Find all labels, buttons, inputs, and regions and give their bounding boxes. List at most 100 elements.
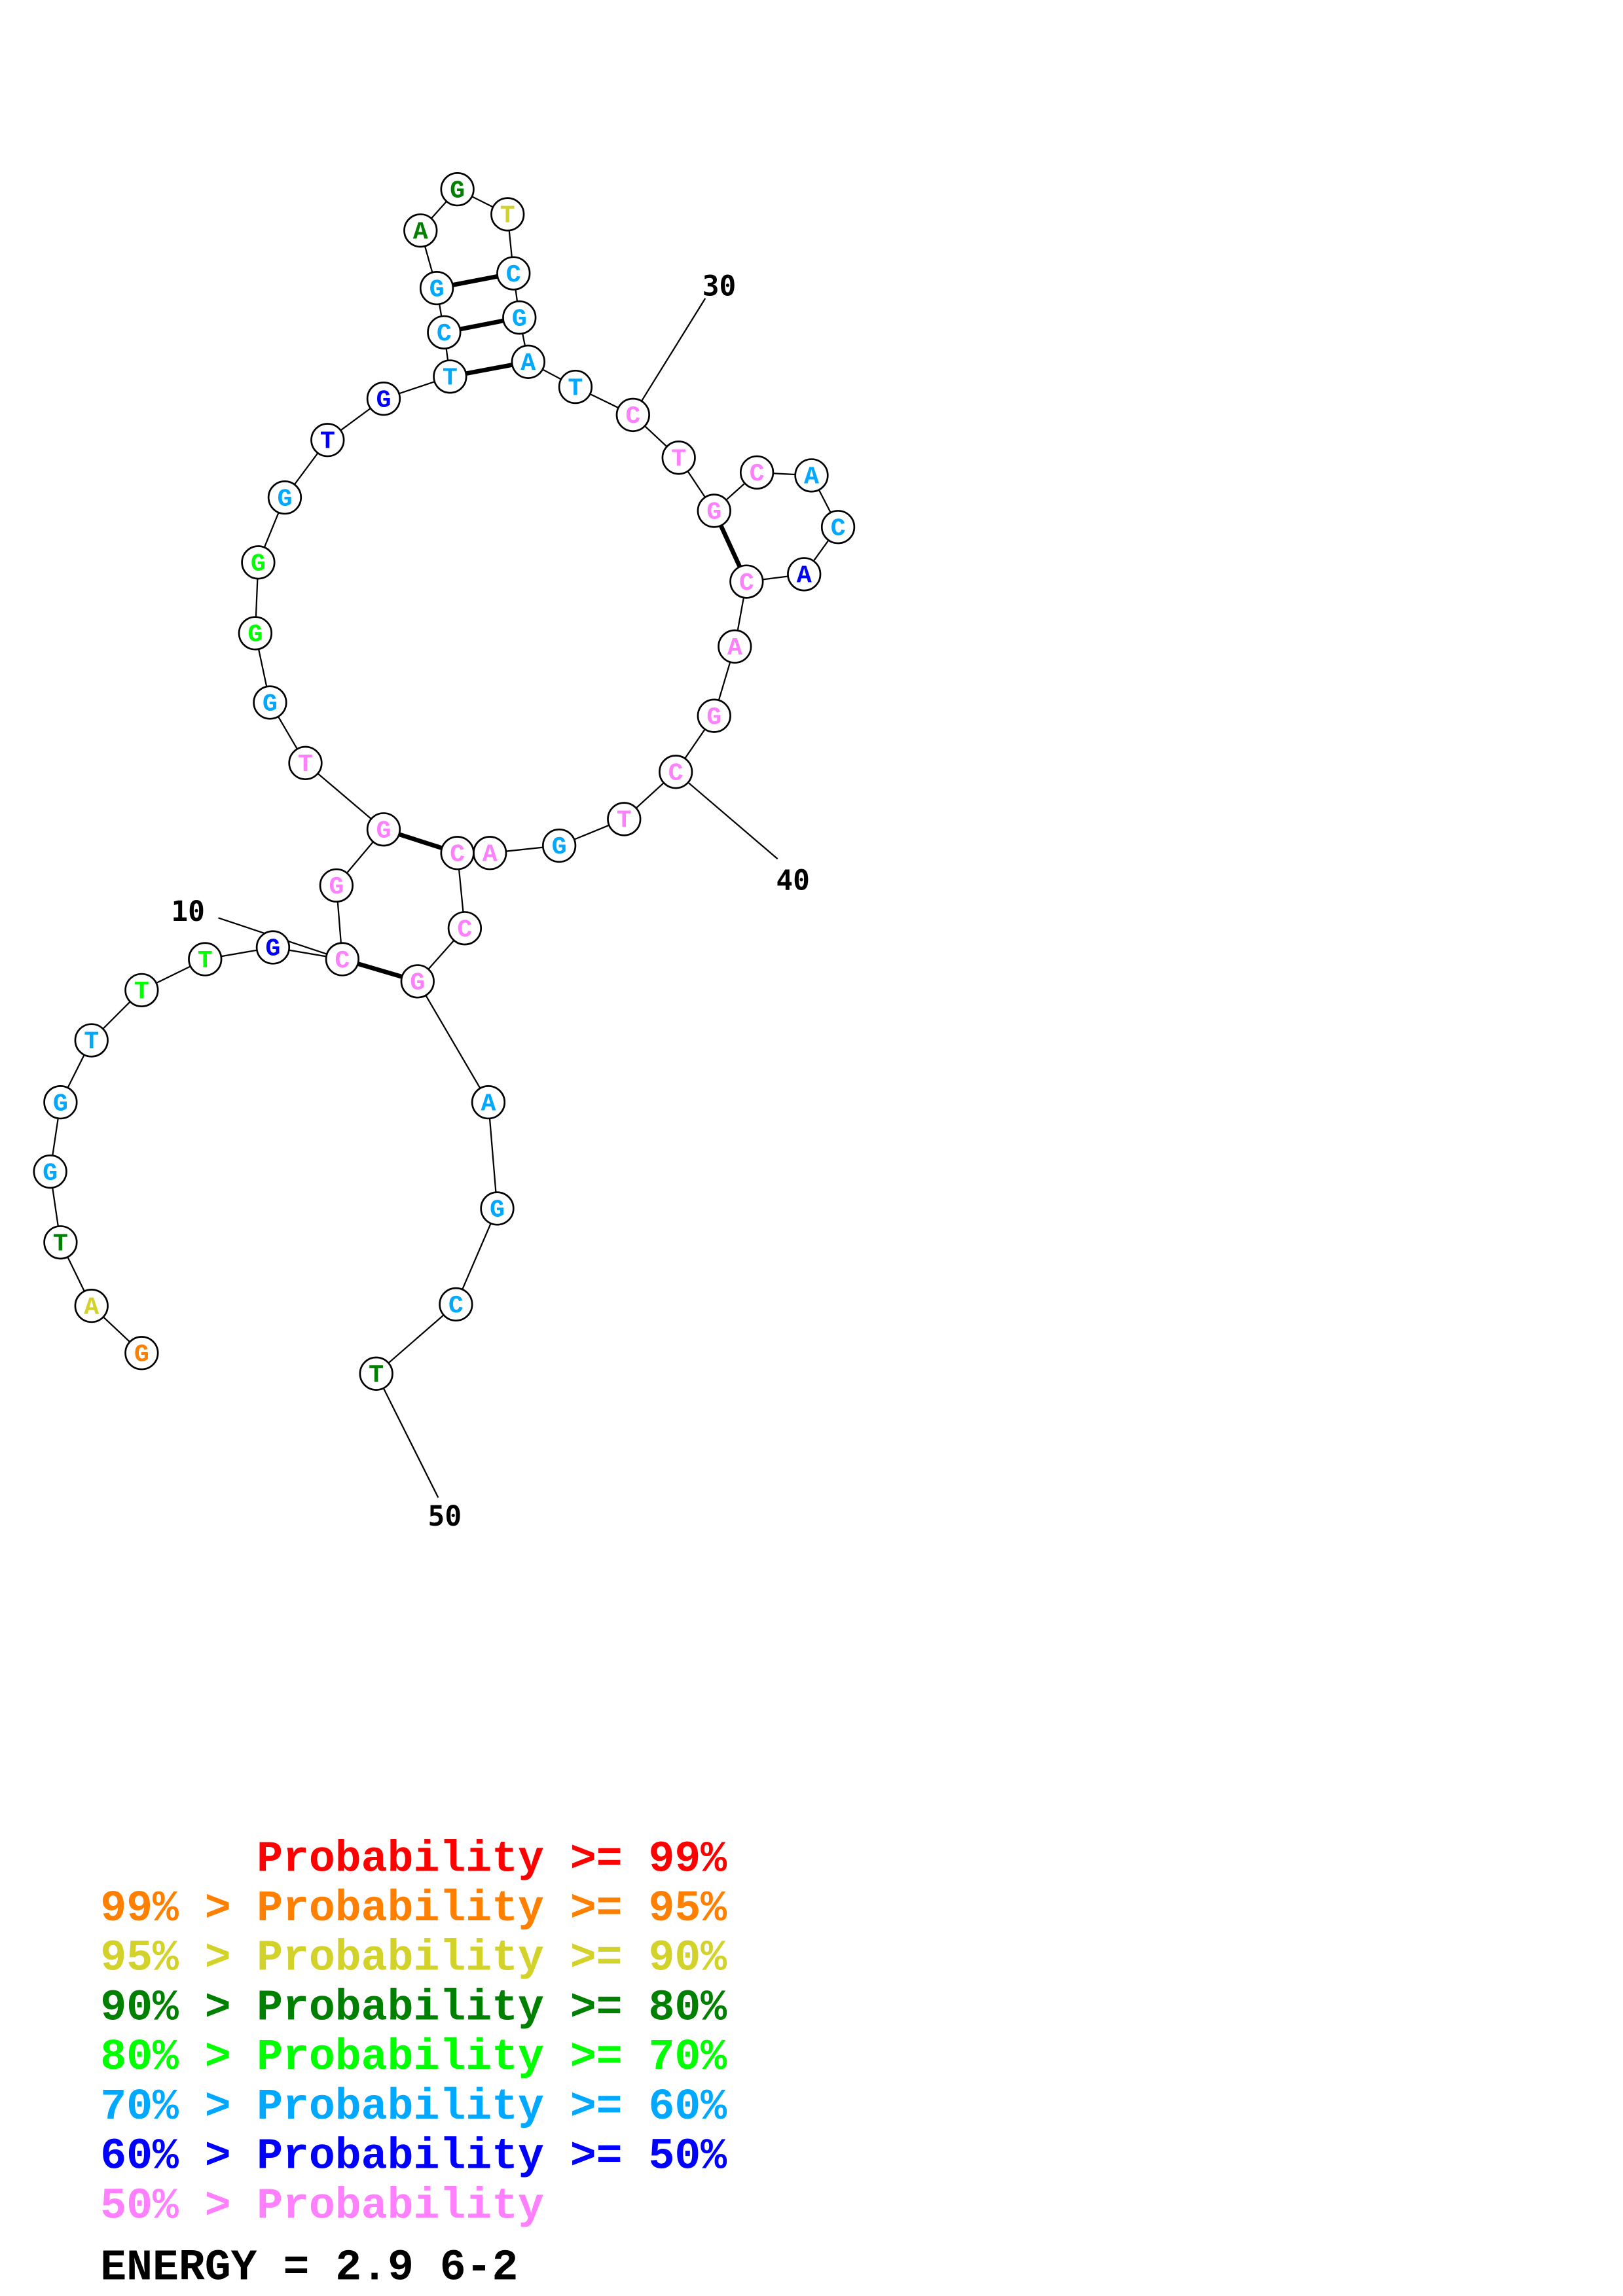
nucleotide-letter: G: [277, 484, 292, 513]
nucleotide-circle: [480, 1191, 515, 1226]
nucleotide-letter: T: [53, 1229, 68, 1258]
nucleotide: T: [607, 802, 642, 836]
nucleotide: A: [403, 213, 438, 248]
nucleotide: G: [697, 493, 731, 528]
legend-label: Probability >= 99%: [257, 1835, 727, 1884]
nucleotide: A: [718, 629, 752, 664]
nucleotide-circle: [739, 455, 775, 490]
nucleotide: G: [267, 480, 302, 515]
nucleotide: T: [188, 942, 223, 977]
legend-label: Probability >= 60%: [257, 2083, 727, 2132]
legend-label: Probability >= 90%: [257, 1934, 727, 1983]
legend-label: Probability >= 50%: [257, 2132, 727, 2181]
nucleotide-circle: [359, 1356, 393, 1391]
nucleotide: G: [43, 1085, 78, 1120]
nucleotide-circle: [433, 359, 467, 394]
nucleotide: G: [124, 1336, 159, 1371]
nucleotide-letter: C: [450, 840, 465, 869]
nucleotide-letter: A: [727, 634, 742, 662]
nucleotide-circle: [659, 755, 693, 789]
nucleotide-circle: [820, 510, 856, 545]
energy-text: ENERGY = 2.9 6-2: [100, 2244, 518, 2293]
nucleotide: G: [697, 698, 731, 733]
nucleotide: G: [253, 685, 287, 720]
nucleotide: T: [661, 440, 696, 475]
nucleotide-letter: G: [706, 703, 721, 732]
nucleotide: G: [419, 270, 454, 306]
nucleotide-letter: T: [568, 374, 583, 403]
nucleotide-letter: G: [376, 816, 391, 845]
nucleotide-circle: [439, 1287, 473, 1322]
nucleotide-circle: [288, 745, 323, 780]
nucleotide: G: [366, 382, 401, 416]
position-label: 30: [702, 270, 737, 302]
nucleotide-letter: A: [804, 463, 819, 492]
nucleotide: G: [502, 300, 537, 335]
nucleotide-circle: [490, 197, 525, 232]
nucleotide: C: [739, 455, 775, 490]
nucleotide-circle: [400, 964, 435, 999]
nucleotide-circle: [33, 1154, 67, 1189]
nucleotide-letter: G: [706, 498, 721, 527]
backbone-link: [416, 980, 489, 1103]
nucleotide: G: [33, 1154, 67, 1189]
nucleotide-letter: C: [457, 915, 472, 944]
nucleotide: A: [787, 557, 822, 592]
base-pairs: [341, 271, 749, 984]
nucleotide-letter: G: [263, 690, 278, 719]
legend-prefix: 80% >: [100, 2033, 230, 2082]
nucleotide-letter: A: [84, 1293, 99, 1321]
nucleotide: C: [447, 911, 483, 946]
nucleotide-circle: [124, 973, 159, 1008]
nucleotide-letter: C: [448, 1291, 464, 1320]
nucleotide-circle: [718, 629, 752, 664]
nucleotide-circle: [43, 1225, 78, 1260]
nucleotide: T: [124, 973, 159, 1008]
legend-prefix: 70% >: [100, 2083, 230, 2132]
nucleotide-letter: T: [500, 202, 515, 230]
nucleotide-letter: G: [247, 620, 263, 649]
nucleotide-circle: [403, 213, 438, 248]
legend-prefix: 60% >: [100, 2132, 230, 2181]
nucleotide-circle: [319, 868, 354, 903]
position-label: 50: [428, 1500, 462, 1533]
nucleotide-circle: [74, 1288, 109, 1323]
nucleotide-letter: T: [369, 1361, 384, 1390]
nucleotide-letter: A: [520, 349, 536, 378]
nucleotide: G: [238, 616, 273, 651]
nucleotide: C: [615, 397, 650, 433]
nucleotide-circle: [43, 1085, 78, 1120]
nucleotide: T: [310, 423, 345, 457]
nucleotide-letter: C: [668, 759, 684, 788]
nucleotide: T: [74, 1023, 109, 1058]
nucleotide: G: [255, 930, 291, 965]
nucleotide-letter: G: [490, 1196, 505, 1225]
nucleotide: A: [794, 458, 829, 493]
position-label: 10: [171, 895, 205, 928]
nucleotide: T: [490, 197, 525, 232]
nucleotide: T: [43, 1225, 78, 1260]
nucleotide: T: [288, 745, 323, 780]
nucleotide-circle: [325, 942, 359, 977]
nucleotide-circle: [511, 344, 545, 379]
nucleotide-circle: [440, 836, 475, 870]
legend-prefix: 90% >: [100, 1983, 230, 2032]
nucleotide-circle: [241, 545, 276, 580]
legend-label: Probability: [257, 2181, 544, 2231]
nucleotide-circle: [607, 802, 642, 836]
position-label: 40: [776, 865, 810, 897]
nucleotide-letter: C: [437, 319, 452, 348]
nucleotide-circle: [729, 564, 764, 599]
nucleotide-circle: [787, 557, 822, 592]
backbone-link: [375, 1304, 457, 1374]
nucleotide-circle: [502, 300, 537, 335]
nucleotide-letter: G: [410, 969, 425, 997]
nucleotide-circle: [697, 698, 731, 733]
nucleotide-letter: T: [617, 806, 632, 835]
nucleotide-letter: G: [329, 872, 344, 901]
nucleotide-circle: [558, 369, 593, 404]
nucleotide-letter: C: [831, 514, 846, 543]
nucleotide: C: [439, 1287, 473, 1322]
nucleotide-letter: C: [625, 402, 640, 431]
